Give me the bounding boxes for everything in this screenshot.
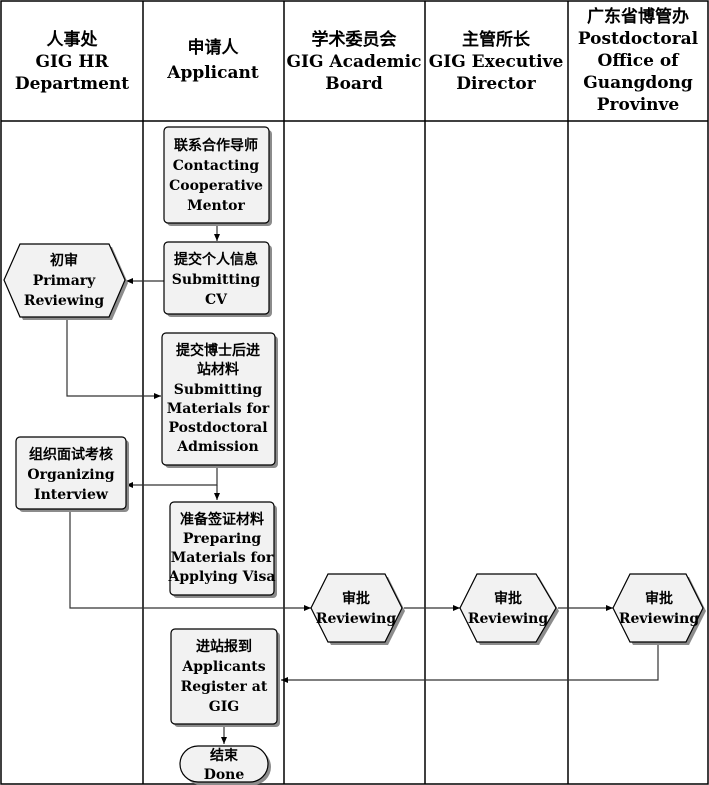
submit-materials-en-3: Postdoctoral xyxy=(168,420,267,436)
interview-en-1: Organizing xyxy=(27,467,114,483)
submit-materials-cn-1: 提交博士后进 xyxy=(176,342,260,359)
register-cn: 进站报到 xyxy=(196,638,252,655)
primary-review-cn: 初审 xyxy=(50,252,78,269)
node-contact-mentor: 联系合作导师 Contacting Cooperative Mentor xyxy=(163,126,272,226)
node-interview: 组织面试考核 Organizing Interview xyxy=(15,436,129,512)
lane-province-en-2: Office of xyxy=(598,51,681,71)
review-province-cn: 审批 xyxy=(645,590,673,607)
node-review-province: 审批 Reviewing xyxy=(612,573,706,645)
contact-mentor-cn: 联系合作导师 xyxy=(174,137,258,154)
node-review-director: 审批 Reviewing xyxy=(459,573,559,645)
node-submit-cv: 提交个人信息 Submitting CV xyxy=(163,241,272,317)
done-en: Done xyxy=(204,767,245,783)
register-en-1: Applicants xyxy=(181,659,265,675)
node-done: 结束 Done xyxy=(179,745,271,785)
node-primary-review: 初审 Primary Reviewing xyxy=(3,243,128,320)
lane-applicant-en-1: Applicant xyxy=(166,63,259,83)
lane-board-en-2: Board xyxy=(325,74,383,94)
arrow-primary-to-materials xyxy=(66,318,161,399)
visa-en-3: Applying Visa xyxy=(168,569,276,585)
lane-header-applicant: 申请人 Applicant xyxy=(166,37,259,83)
connectors xyxy=(66,224,659,744)
lane-hr-cn: 人事处 xyxy=(47,29,99,50)
interview-en-2: Interview xyxy=(34,487,109,503)
lane-director-en-2: Director xyxy=(456,74,537,94)
visa-en-1: Preparing xyxy=(183,531,262,547)
lane-province-cn: 广东省博管办 xyxy=(587,6,689,27)
arrow-interview-to-board xyxy=(69,511,311,611)
arrow-materials-to-interview xyxy=(126,467,218,488)
lane-director-en-1: GIG Executive xyxy=(429,52,564,72)
register-en-2: Register at xyxy=(181,679,268,695)
node-register: 进站报到 Applicants Register at GIG xyxy=(170,628,280,727)
lane-board-cn: 学术委员会 xyxy=(312,29,397,50)
lane-header-province: 广东省博管办 Postdoctoral Office of Guangdong … xyxy=(578,6,699,115)
interview-cn: 组织面试考核 xyxy=(29,446,113,463)
submit-cv-en-1: Submitting xyxy=(172,272,261,288)
review-province-en: Reviewing xyxy=(619,611,699,627)
primary-review-en-2: Reviewing xyxy=(24,293,104,309)
lane-board-en-1: GIG Academic xyxy=(287,52,422,72)
contact-mentor-en-3: Mentor xyxy=(187,198,245,214)
visa-en-2: Materials for xyxy=(171,550,274,566)
node-visa: 准备签证材料 Preparing Materials for Applying … xyxy=(168,501,277,598)
review-director-cn: 审批 xyxy=(494,590,522,607)
lane-province-en-1: Postdoctoral xyxy=(578,29,699,49)
contact-mentor-en-2: Cooperative xyxy=(169,178,263,194)
visa-cn: 准备签证材料 xyxy=(180,511,264,528)
lane-province-en-4: Provinve xyxy=(597,95,680,115)
submit-cv-en-2: CV xyxy=(205,292,228,308)
register-en-3: GIG xyxy=(209,699,239,715)
lane-director-cn: 主管所长 xyxy=(462,29,531,50)
review-board-cn: 审批 xyxy=(342,590,370,607)
submit-materials-en-1: Submitting xyxy=(174,382,263,398)
arrow-province-to-register xyxy=(281,643,659,683)
primary-review-en-1: Primary xyxy=(33,273,96,289)
lane-province-en-3: Guangdong xyxy=(583,73,693,93)
submit-cv-cn: 提交个人信息 xyxy=(174,251,258,268)
review-board-en: Reviewing xyxy=(316,611,396,627)
submit-materials-cn-2: 站材料 xyxy=(197,361,239,378)
lane-header-academic-board: 学术委员会 GIG Academic Board xyxy=(287,29,422,94)
lane-hr-en-2: Department xyxy=(15,74,129,94)
node-submit-materials: 提交博士后进 站材料 Submitting Materials for Post… xyxy=(161,332,278,468)
lane-hr-en-1: GIG HR xyxy=(35,52,109,72)
node-review-board: 审批 Reviewing xyxy=(310,573,405,645)
lane-applicant-cn: 申请人 xyxy=(188,37,240,58)
review-director-en: Reviewing xyxy=(468,611,548,627)
submit-materials-en-2: Materials for xyxy=(167,401,270,417)
lane-header-hr: 人事处 GIG HR Department xyxy=(15,29,129,94)
submit-materials-en-4: Admission xyxy=(176,439,258,455)
done-cn: 结束 xyxy=(210,747,239,764)
contact-mentor-en-1: Contacting xyxy=(173,158,260,174)
lane-header-director: 主管所长 GIG Executive Director xyxy=(429,29,564,94)
